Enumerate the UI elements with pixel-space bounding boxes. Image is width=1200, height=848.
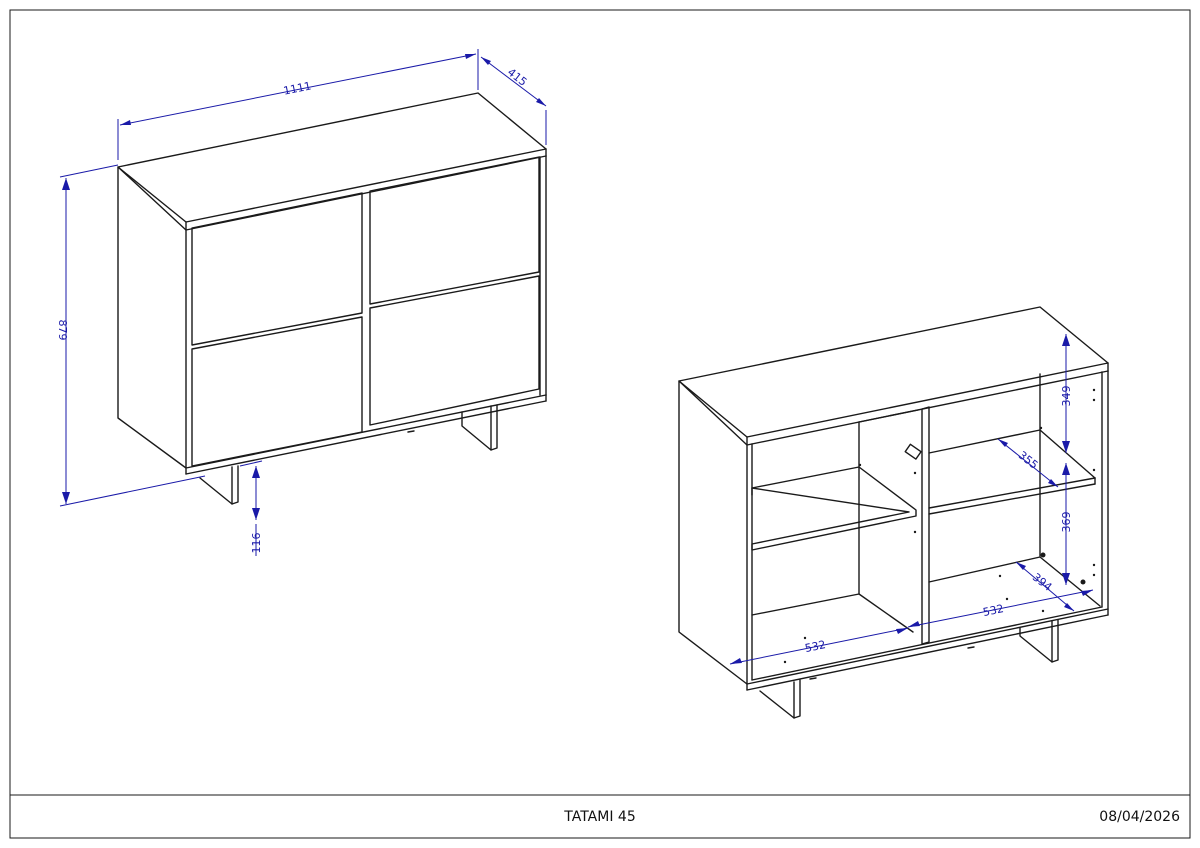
- open-bottom-edge-2: [746, 614, 1109, 691]
- dimension-leg-height: 116: [239, 460, 263, 556]
- mounting-holes: [783, 388, 1096, 664]
- back-panel-right-bottom: [928, 556, 1041, 583]
- dimension-lower-space: 369: [1060, 463, 1073, 585]
- dimension-height: 879: [56, 164, 206, 507]
- closed-leg-front: [199, 465, 239, 505]
- closed-foot-mark: [407, 430, 415, 433]
- dimension-width-label: 1111: [282, 79, 312, 97]
- central-divider: [921, 406, 930, 645]
- dimension-shelf-depth-label: 355: [1016, 449, 1041, 472]
- drawer-front-top-right: [369, 156, 540, 305]
- back-panel-left-bottom: [751, 593, 860, 616]
- dimension-left-width: 532: [729, 627, 909, 665]
- drawing-frame: [9, 9, 1191, 839]
- dimension-right-width-label: 532: [982, 602, 1005, 619]
- right-shelf-side: [1039, 429, 1096, 479]
- dimension-right-width: 532: [907, 589, 1094, 628]
- door-hinge-block: [904, 443, 922, 460]
- dimension-leg-height-label: 116: [250, 533, 263, 554]
- open-top-panel: [678, 306, 1109, 438]
- open-foot-mark: [967, 646, 975, 649]
- right-shelf-front-2: [928, 483, 1096, 515]
- divider-top-back: [858, 409, 919, 423]
- cabinet-floor-front: [751, 606, 1103, 681]
- floor-right-diagonal: [1039, 556, 1101, 607]
- dimension-depth: 415: [480, 56, 547, 145]
- open-side-panel: [678, 380, 748, 685]
- open-foot-mark-2: [809, 677, 817, 680]
- dimension-shelf-depth: 355: [997, 438, 1059, 488]
- drawer-front-bottom-left: [191, 316, 363, 467]
- drawing-date: 08/04/2026: [1099, 809, 1180, 825]
- dimension-upper-space-label: 349: [1060, 386, 1073, 407]
- right-shelf-front: [928, 477, 1096, 509]
- dimension-lower-space-label: 369: [1060, 512, 1073, 533]
- open-cabinet-view: 349 355 369 394 532: [678, 306, 1109, 719]
- drawer-front-top-left: [191, 192, 363, 346]
- dimension-inner-depth-label: 394: [1030, 571, 1055, 594]
- closed-bottom-edge-2: [185, 400, 547, 475]
- open-leg-front: [759, 679, 801, 719]
- dimension-depth-label: 415: [505, 66, 530, 89]
- dimension-height-label: 879: [56, 320, 69, 341]
- drawer-front-bottom-right: [369, 275, 540, 426]
- drawing-title: TATAMI 45: [563, 809, 635, 825]
- dimension-width: 1111: [117, 49, 479, 160]
- closed-side-panel: [117, 166, 187, 469]
- closed-cabinet-view: 1111 415 879 116: [56, 49, 547, 556]
- dimension-left-width-label: 532: [804, 638, 827, 655]
- right-shelf-back: [928, 429, 1041, 454]
- floor-left-diagonal: [858, 593, 914, 633]
- open-bottom-edge: [746, 608, 1109, 685]
- dimension-upper-space: 349: [1060, 334, 1073, 453]
- left-shelf: [751, 466, 917, 551]
